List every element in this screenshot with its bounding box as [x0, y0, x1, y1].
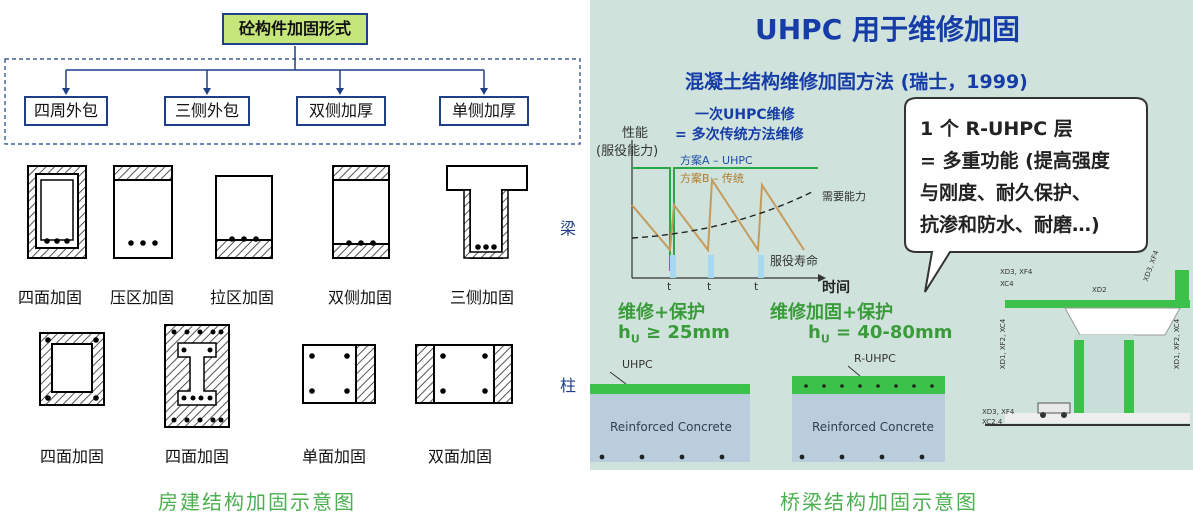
- section-double-face: [415, 344, 513, 404]
- bridge-reinforcement-panel: UHPC 用于维修加固 混凝土结构维修加固方法 (瑞士，1999) 一次UHPC…: [590, 0, 1193, 470]
- speech-bubble: [904, 97, 1148, 293]
- bubble-line-4: 抗渗和防水、耐磨…): [920, 214, 1100, 236]
- r-uhpc-layer-label: R-UHPC: [854, 352, 896, 365]
- uhpc-layer-right: [792, 376, 945, 394]
- bridge-tag-3: XD2: [1092, 286, 1107, 294]
- bridge-tag-5: XD1, XF2, XC4: [999, 318, 1008, 370]
- left-section-title: 维修+保护: [618, 302, 706, 323]
- bridge-tag-2: XC4: [1000, 280, 1014, 288]
- building-reinforcement-panel: 砼构件加固形式 四周外包 三侧外包 双侧加厚 单侧加厚 四面加固 压区加固 拉区…: [0, 0, 590, 520]
- section-tension-zone: [215, 175, 273, 259]
- slide-subtitle: 混凝土结构维修加固方法 (瑞士，1999): [685, 71, 1028, 93]
- legend-plan-b: 方案B – 传统: [680, 172, 745, 185]
- bridge-tag-8: XC2,4: [982, 418, 1003, 426]
- bridge-caption: 桥梁结构加固示意图: [780, 490, 978, 514]
- section-i-beam-jacket: [164, 324, 230, 428]
- left-h-value: ≥ 25mm: [639, 322, 730, 343]
- bridge-cross-section: [985, 270, 1190, 426]
- row1-label-4: 双侧加固: [328, 288, 393, 307]
- row2-label-4: 双面加固: [428, 447, 493, 466]
- section-four-side-jacket: [27, 165, 87, 259]
- bridge-diagram-svg: [590, 97, 1190, 462]
- uhpc-layer-left: [590, 384, 750, 394]
- bridge-tag-7: XD3, XF4: [982, 408, 1015, 416]
- plan-b-line: [631, 176, 805, 254]
- demand-label: 需要能力: [822, 190, 866, 203]
- uhpc-layer-label: UHPC: [622, 358, 653, 371]
- side-label-beam: 梁: [560, 219, 577, 238]
- right-section-thickness: hU = 40-80mm: [808, 322, 953, 346]
- tick-t0: t: [667, 280, 672, 293]
- y-axis-label-1: 性能: [622, 126, 649, 141]
- left-section-thickness: hU ≥ 25mm: [618, 322, 730, 346]
- row2-label-1: 四面加固: [40, 447, 105, 466]
- row1-label-1: 四面加固: [18, 288, 83, 307]
- y-axis-label-2: (服役能力): [596, 144, 659, 159]
- bubble-line-1: 1 个 R-UHPC 层: [920, 118, 1073, 140]
- section-two-side: [332, 165, 390, 259]
- chart-note-1: 一次UHPC维修: [695, 107, 795, 123]
- building-caption: 房建结构加固示意图: [158, 490, 356, 514]
- branch-box-three-sides: 三侧外包: [164, 96, 250, 126]
- demand-curve: [631, 191, 813, 239]
- bridge-tag-6: XD1, XF2, XC4: [1173, 318, 1182, 370]
- root-method-box: 砼构件加固形式: [222, 13, 368, 45]
- section-three-side: [446, 165, 528, 259]
- left-h-symbol: h: [618, 322, 631, 343]
- row1-label-3: 拉区加固: [210, 288, 275, 307]
- row1-label-5: 三侧加固: [450, 288, 515, 307]
- right-h-symbol: h: [808, 322, 821, 343]
- service-life-label: 服役寿命: [770, 254, 819, 268]
- building-diagram-svg: [4, 46, 581, 428]
- rc-block-right: [792, 394, 945, 462]
- chart-note-2: = 多次传统方法维修: [675, 127, 804, 143]
- section-compression-zone: [113, 165, 173, 259]
- side-label-column: 柱: [560, 376, 577, 395]
- bubble-line-3: 与刚度、耐久保护、: [920, 182, 1092, 204]
- rc-block-left: [590, 394, 750, 462]
- right-section-title: 维修加固+保护: [770, 302, 894, 323]
- branch-box-one-side-thicken: 单侧加厚: [439, 96, 529, 126]
- branch-group-frame: [4, 58, 581, 145]
- slide-title: UHPC 用于维修加固: [755, 13, 1020, 46]
- section-single-face: [302, 344, 376, 404]
- bubble-line-2: = 多重功能 (提高强度: [920, 150, 1110, 172]
- section-column-jacket: [39, 332, 105, 406]
- branch-box-four-sides: 四周外包: [24, 96, 108, 126]
- bridge-tag-1: XD3, XF4: [1000, 268, 1033, 276]
- tick-t1: t: [707, 280, 712, 293]
- x-axis-label: 时间: [822, 280, 850, 296]
- row2-label-3: 单面加固: [302, 447, 367, 466]
- row1-label-2: 压区加固: [110, 288, 175, 307]
- legend-plan-a: 方案A – UHPC: [680, 154, 753, 167]
- branch-box-two-sides-thicken: 双侧加厚: [296, 96, 386, 126]
- rc-left-label: Reinforced Concrete: [610, 420, 732, 434]
- rc-right-label: Reinforced Concrete: [812, 420, 934, 434]
- tick-t2: t: [754, 280, 759, 293]
- right-h-value: = 40-80mm: [829, 322, 953, 343]
- row2-label-2: 四面加固: [165, 447, 230, 466]
